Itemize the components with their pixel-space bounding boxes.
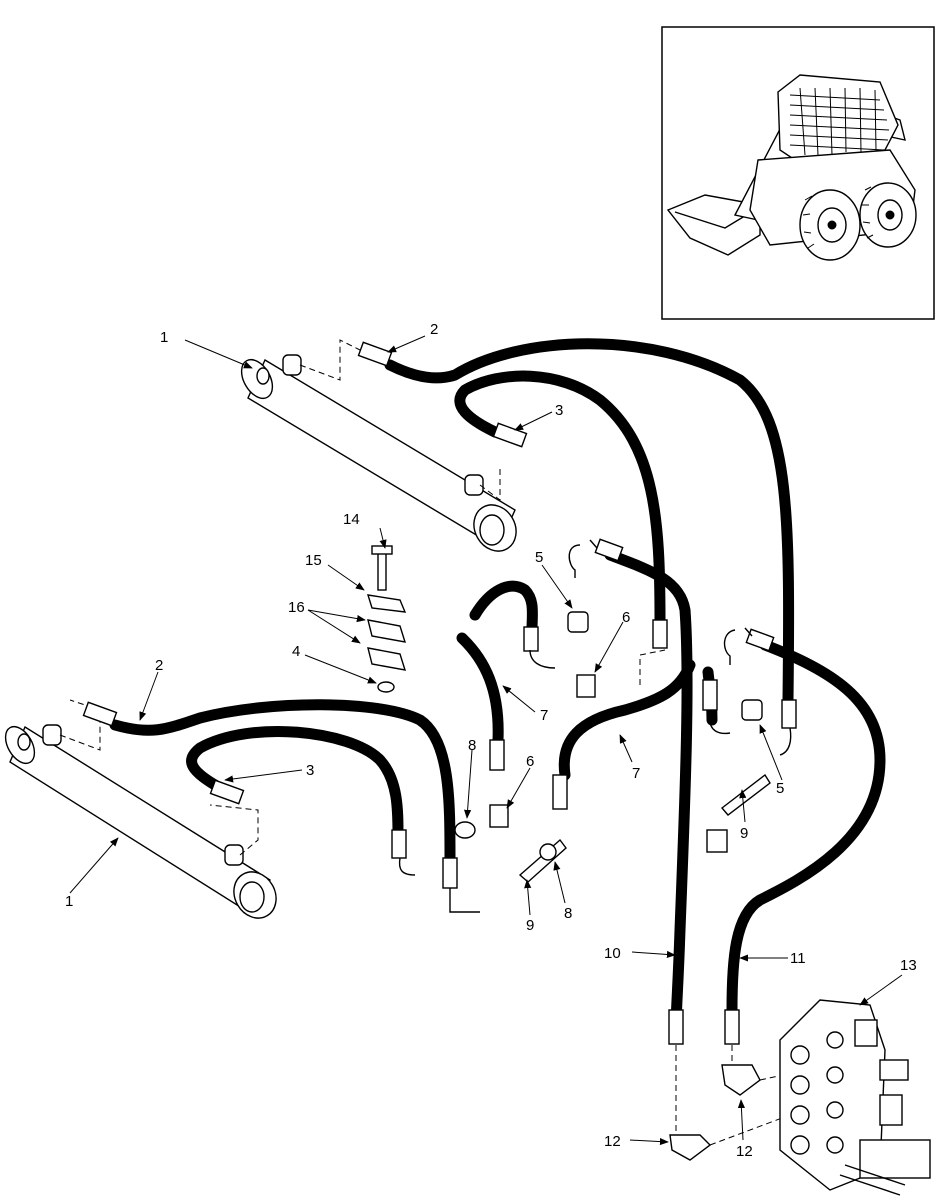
callout-10: 10 — [604, 945, 621, 962]
callout-5-right: 5 — [776, 780, 784, 797]
cab-grille — [789, 87, 890, 156]
skid-steer-loader-illustration — [666, 74, 917, 261]
callout-4: 4 — [292, 643, 300, 660]
callout-7-right: 7 — [632, 765, 640, 782]
hose-clamp-stack — [367, 545, 407, 693]
leader-lines — [69, 335, 903, 1146]
lower-lift-cylinder — [4, 699, 277, 919]
hose-assemblies — [109, 338, 886, 1036]
callout-14: 14 — [343, 511, 360, 528]
callout-labels: 1 2 3 14 15 16 4 5 6 7 2 3 1 8 6 7 9 8 5… — [65, 321, 917, 1160]
fittings — [82, 341, 831, 1161]
callout-8-left: 8 — [468, 737, 476, 754]
callout-2-lower: 2 — [155, 657, 163, 674]
callout-12-right: 12 — [736, 1143, 753, 1160]
callout-1-upper: 1 — [160, 329, 168, 346]
callout-6-right: 6 — [526, 753, 534, 770]
callout-15: 15 — [305, 552, 322, 569]
callout-16: 16 — [288, 599, 305, 616]
upper-lift-cylinder — [240, 339, 517, 552]
callout-8-right: 8 — [564, 905, 572, 922]
callout-9-right: 9 — [740, 825, 748, 842]
callout-9-left: 9 — [526, 917, 534, 934]
callout-3-lower: 3 — [306, 762, 314, 779]
callout-2-upper: 2 — [430, 321, 438, 338]
callout-3-upper: 3 — [555, 402, 563, 419]
inset-machine-view — [661, 26, 935, 320]
control-valve — [779, 999, 931, 1196]
callout-1-lower: 1 — [65, 893, 73, 910]
callout-7-left: 7 — [540, 707, 548, 724]
callout-13: 13 — [900, 957, 917, 974]
callout-6-left: 6 — [622, 609, 630, 626]
callout-11: 11 — [790, 950, 806, 967]
callout-12-left: 12 — [604, 1133, 621, 1150]
callout-5-left: 5 — [535, 549, 543, 566]
